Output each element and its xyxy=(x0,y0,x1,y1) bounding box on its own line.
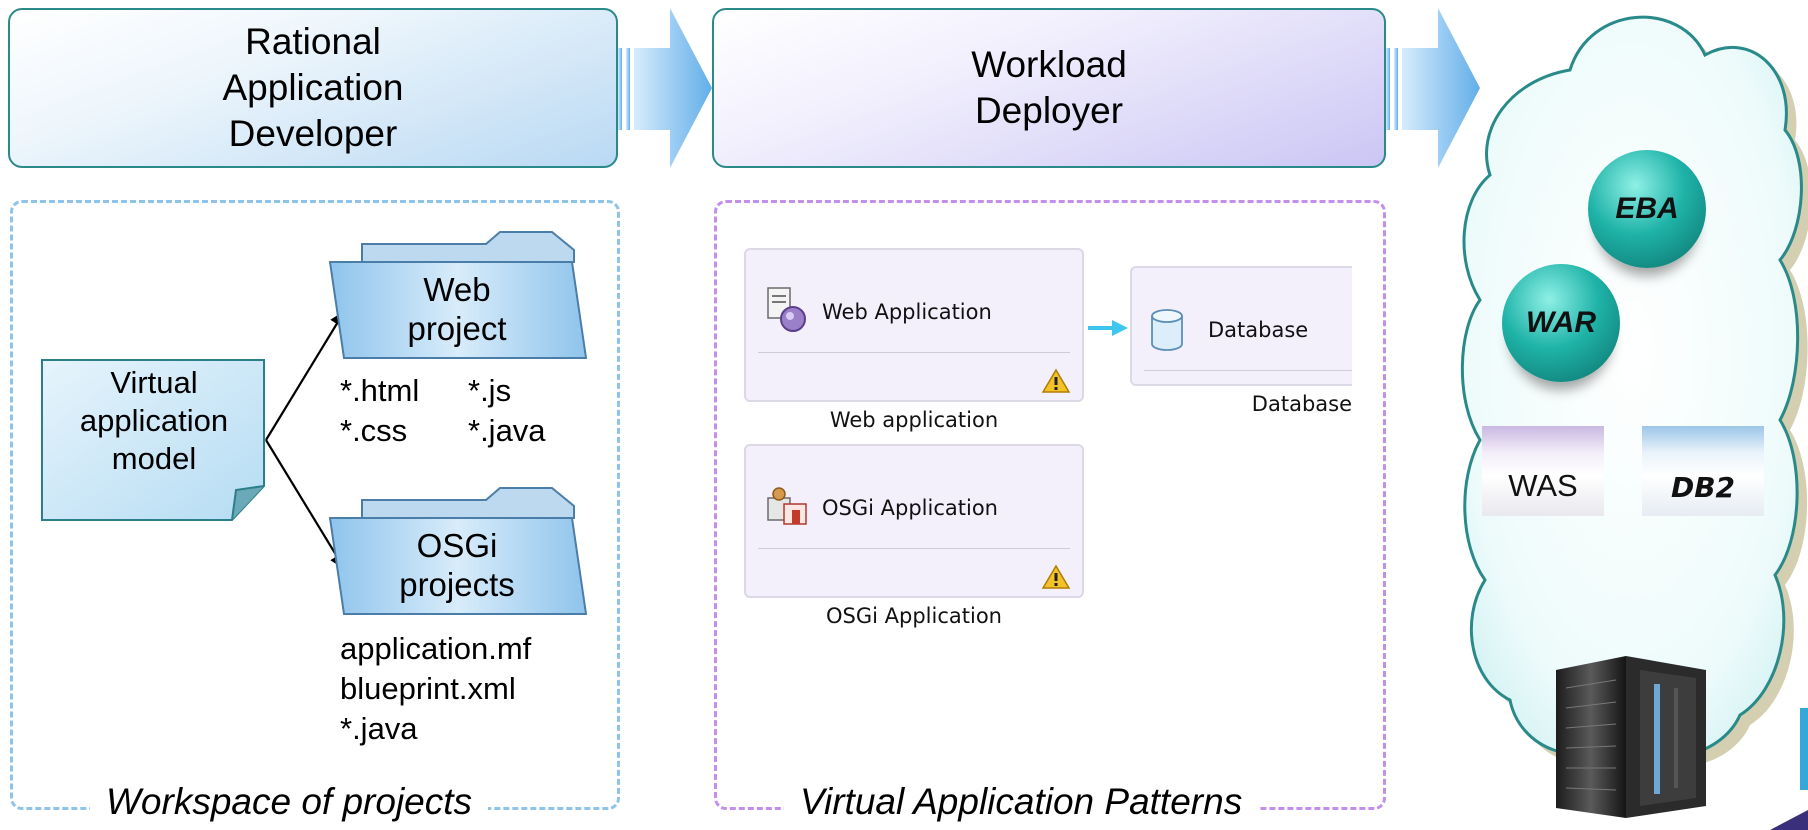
osgi-file-1: application.mf xyxy=(340,631,532,666)
virtual-application-model-label: Virtual application model xyxy=(79,365,229,476)
db2-tile: DB2 xyxy=(1642,426,1764,516)
database-label: Database xyxy=(1208,318,1309,342)
web-application-label: Web Application xyxy=(822,300,992,324)
workspace-graphics xyxy=(41,231,588,615)
eba-label: EBA xyxy=(1615,192,1679,225)
rad-header-box: Rational Application Developer xyxy=(8,8,618,168)
arrow-to-web-project xyxy=(265,310,345,441)
model-document-icon xyxy=(41,359,265,521)
web-file-2: *.js xyxy=(468,373,512,408)
war-label: WAR xyxy=(1526,306,1596,339)
web-application-card[interactable]: Web Application xyxy=(744,248,1084,402)
warning-icon xyxy=(1042,368,1070,393)
database-icon xyxy=(1151,309,1183,351)
was-tile: WAS xyxy=(1482,426,1604,516)
web-project-title: Web project xyxy=(407,271,507,347)
osgi-application-card[interactable]: OSGi Application xyxy=(744,444,1084,598)
wd-title: Workload Deployer xyxy=(971,44,1127,131)
mainframe-server-icon xyxy=(1556,656,1706,818)
osgi-projects-folder-icon xyxy=(328,487,588,615)
edge-triangle xyxy=(1770,810,1808,830)
arrow-to-osgi-projects xyxy=(265,439,345,570)
flow-arrow-2 xyxy=(1386,8,1480,168)
warning-icon xyxy=(1042,564,1070,589)
web-module-icon xyxy=(767,287,806,332)
osgi-file-2: blueprint.xml xyxy=(340,671,516,706)
web-file-4: *.java xyxy=(468,413,546,448)
db2-label: DB2 xyxy=(1670,471,1736,504)
osgi-application-label: OSGi Application xyxy=(822,496,998,520)
patterns-caption: Virtual Application Patterns xyxy=(784,780,1259,824)
database-caption: Database xyxy=(1251,392,1352,416)
war-sphere: WAR xyxy=(1502,264,1620,382)
workspace-caption: Workspace of projects xyxy=(90,780,489,824)
eba-sphere: EBA xyxy=(1588,150,1706,268)
osgi-file-3: *.java xyxy=(340,711,418,746)
was-label: WAS xyxy=(1508,468,1578,503)
osgi-projects-title: OSGi projects xyxy=(399,527,515,603)
web-application-caption: Web application xyxy=(829,408,999,432)
osgi-bundle-icon xyxy=(767,487,807,525)
cloud-graphic xyxy=(1460,15,1808,768)
edge-accent-bar xyxy=(1800,708,1808,790)
web-file-3: *.css xyxy=(340,413,408,448)
rad-title: Rational Application Developer xyxy=(222,21,404,154)
web-project-folder-icon xyxy=(328,231,588,359)
web-file-1: *.html xyxy=(340,373,420,408)
link-arrow xyxy=(1088,320,1128,336)
database-card[interactable]: Database xyxy=(1130,266,1352,386)
wd-header-box: Workload Deployer xyxy=(712,8,1386,168)
osgi-application-caption: OSGi Application xyxy=(826,604,1002,628)
flow-arrow-1 xyxy=(618,8,712,168)
